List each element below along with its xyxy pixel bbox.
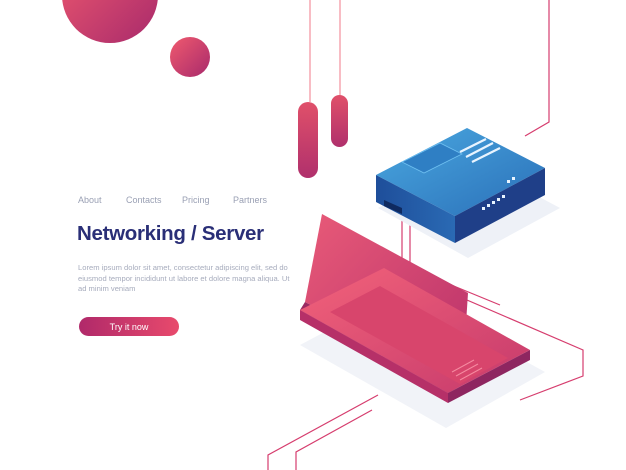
- decor-circle-small: [170, 37, 210, 77]
- nav-pricing[interactable]: Pricing: [182, 195, 210, 205]
- nav-partners[interactable]: Partners: [233, 195, 268, 205]
- nav-contacts[interactable]: Contacts: [126, 195, 162, 205]
- nav-about[interactable]: About: [78, 195, 102, 205]
- hero-description: Lorem ipsum dolor sit amet, consectetur …: [78, 263, 290, 293]
- page-title: Networking / Server: [77, 222, 264, 245]
- top-navigation: About Contacts Pricing Partners: [78, 195, 267, 205]
- try-it-now-button[interactable]: Try it now: [79, 317, 179, 336]
- decor-circle-large: [62, 0, 158, 43]
- laptop-icon: [300, 214, 530, 403]
- router-icon: [376, 128, 545, 243]
- hanging-pendants-icon: [298, 0, 348, 178]
